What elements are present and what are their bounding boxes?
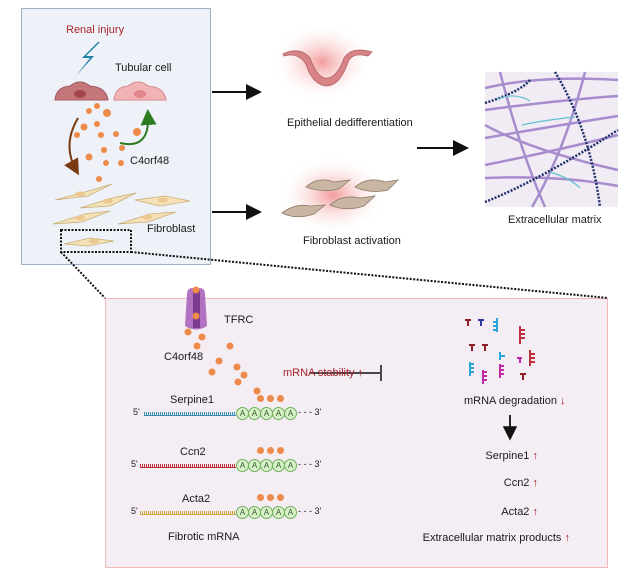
tubular-cell-label: Tubular cell: [115, 62, 172, 74]
bound-c4orf48-dot: [267, 494, 274, 501]
up-arrow-icon: ↑: [561, 532, 570, 544]
tubular-cell-injured-icon: [54, 81, 109, 101]
mrna-stability-label: mRNA stability ↑: [283, 367, 363, 379]
c4orf48-ligand-dots: [184, 328, 261, 395]
down-arrow-icon: ↓: [560, 395, 566, 407]
autocrine-arrow: [119, 109, 157, 146]
polya-nucleotide: A: [284, 407, 297, 420]
mechanism-panel: [105, 298, 608, 568]
mrna-strand: [140, 511, 236, 515]
result-text: Serpine1: [485, 450, 530, 462]
fibroblast-activation-label: Fibroblast activation: [303, 235, 401, 247]
up-arrow-icon: ↑: [529, 450, 538, 462]
transcript-name: Acta2: [182, 493, 211, 505]
bound-c4orf48-dot: [257, 494, 264, 501]
polya-nucleotide: A: [236, 459, 249, 472]
fibrotic-mrna-label: Fibrotic mRNA: [168, 531, 240, 543]
renal-injury-label: Renal injury: [66, 24, 125, 36]
three-prime-label: - - - 3': [298, 407, 322, 417]
epithelial-dedifferentiation-label: Epithelial dedifferentiation: [287, 117, 413, 129]
mrna-degradation-text: mRNA degradation: [464, 395, 557, 407]
transcript-name: Ccn2: [180, 446, 206, 458]
zoom-selection-box: [60, 229, 132, 253]
zoom-line-right: [130, 251, 609, 299]
extracellular-matrix-label: Extracellular matrix: [508, 214, 602, 226]
up-arrow-icon: ↑: [357, 367, 364, 379]
paracrine-arrow: [64, 117, 79, 176]
activated-fibroblasts-icon: [281, 179, 400, 218]
zoom-line-left: [60, 251, 106, 299]
three-prime-label: - - - 3': [298, 459, 322, 469]
mrna-degradation-label: mRNA degradation ↓: [464, 395, 566, 407]
result-item: Extracellular matrix products ↑: [423, 532, 570, 544]
transcript-name: Serpine1: [170, 394, 215, 406]
bound-c4orf48-dot: [257, 447, 264, 454]
c4orf48-dots: [74, 103, 141, 182]
up-arrow-icon: ↑: [529, 477, 538, 489]
result-item: Acta2 ↑: [501, 506, 538, 518]
bound-c4orf48-dot: [257, 395, 264, 402]
mrna-strand: [144, 412, 236, 416]
result-text: Extracellular matrix products: [422, 532, 562, 544]
polya-nucleotide: A: [248, 459, 261, 472]
three-prime-label: - - - 3': [298, 506, 322, 516]
result-item: Serpine1 ↑: [485, 450, 538, 462]
result-text: Ccn2: [503, 477, 530, 489]
mrna-stability-text: mRNA stability: [283, 367, 355, 379]
c4orf48-label: C4orf48: [130, 155, 170, 167]
result-text: Acta2: [501, 506, 530, 518]
bound-c4orf48-dot: [277, 395, 284, 402]
epithelial-cells-icon: [282, 49, 373, 87]
tubular-cell-healthy-icon: [113, 81, 167, 101]
up-arrow-icon: ↑: [529, 506, 538, 518]
mrna-strand: [140, 464, 236, 468]
bound-c4orf48-dot: [277, 447, 284, 454]
lightning-icon: [76, 42, 100, 76]
bound-c4orf48-dot: [267, 447, 274, 454]
c4orf48-ligand-label: C4orf48: [164, 351, 204, 363]
polya-nucleotide: A: [284, 506, 297, 519]
bound-c4orf48-dot: [267, 395, 274, 402]
bound-c4orf48-dot: [277, 494, 284, 501]
ecm-mesh-icon: [484, 71, 619, 208]
fibroblast-label: Fibroblast: [147, 223, 196, 235]
tfrc-receptor-icon: [185, 286, 207, 330]
fibroblast-cells: [52, 183, 191, 247]
five-prime-label: 5': [131, 506, 138, 516]
result-item: Ccn2 ↑: [504, 477, 538, 489]
five-prime-label: 5': [133, 407, 140, 417]
tfrc-label: TFRC: [224, 314, 254, 326]
polya-nucleotide: A: [284, 459, 297, 472]
five-prime-label: 5': [131, 459, 138, 469]
polya-nucleotide: A: [236, 506, 249, 519]
degraded-mrna-fragments-icon: [465, 318, 535, 384]
